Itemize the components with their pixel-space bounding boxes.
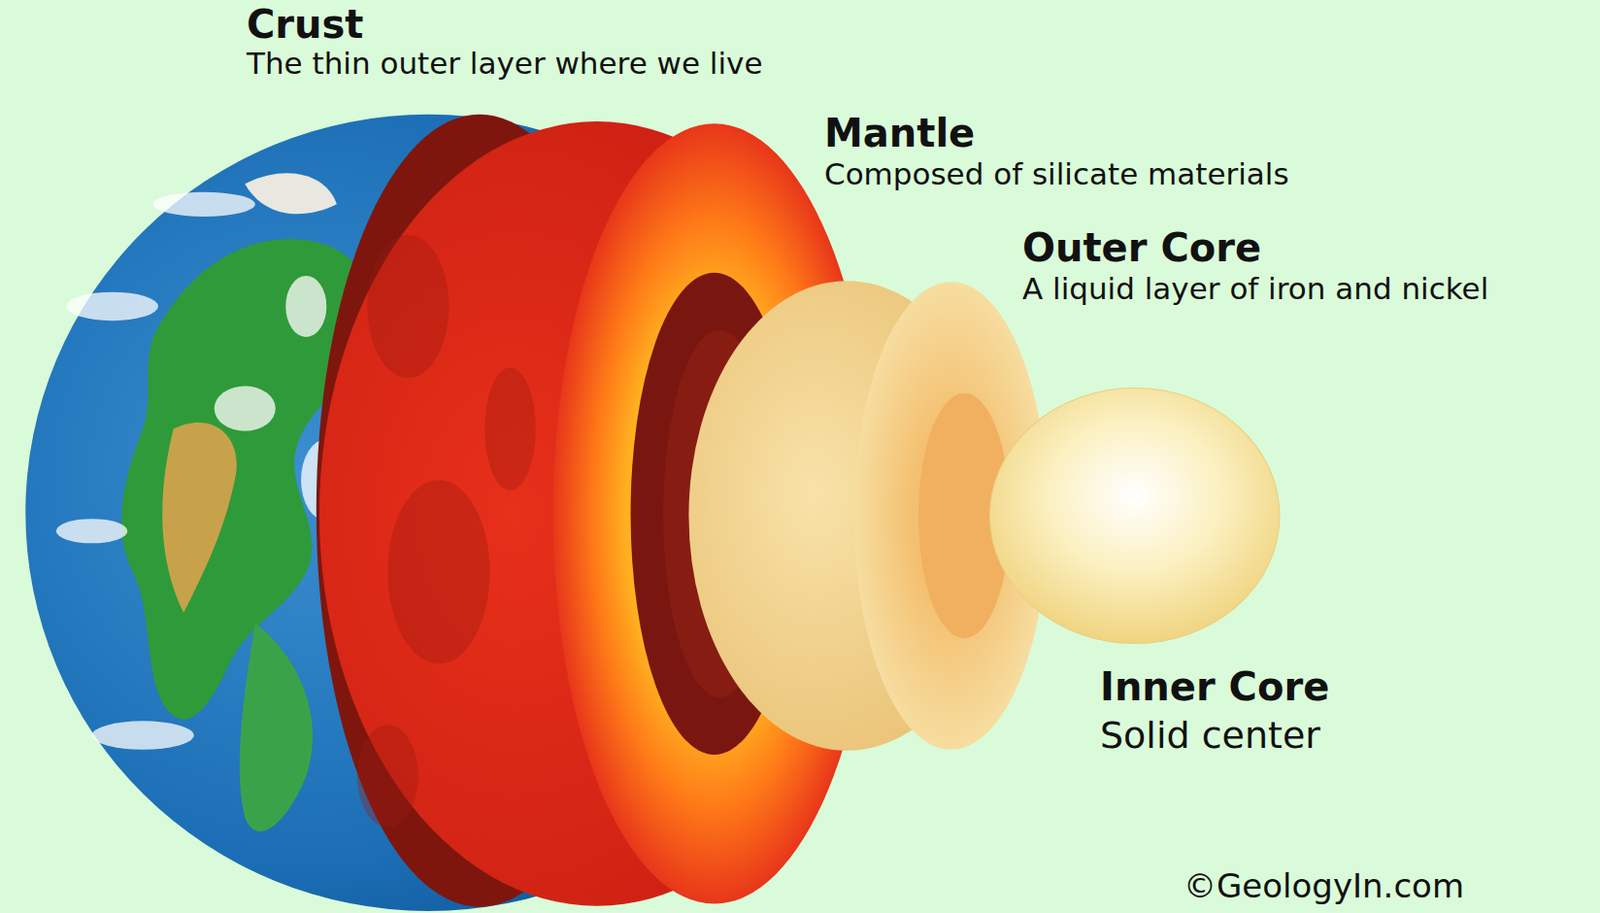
layer-description: The thin outer layer where we live — [246, 46, 763, 82]
layer-title: Inner Core — [1100, 664, 1330, 709]
layer-description: A liquid layer of iron and nickel — [1022, 271, 1489, 307]
layer-title: Outer Core — [1022, 225, 1262, 270]
watermark: ©GeologyIn.com — [1183, 866, 1465, 905]
layer-title: Mantle — [824, 110, 975, 156]
layer-description: Composed of silicate materials — [824, 157, 1290, 193]
layer-description: Solid center — [1100, 714, 1321, 758]
layer-title: Crust — [246, 1, 365, 47]
